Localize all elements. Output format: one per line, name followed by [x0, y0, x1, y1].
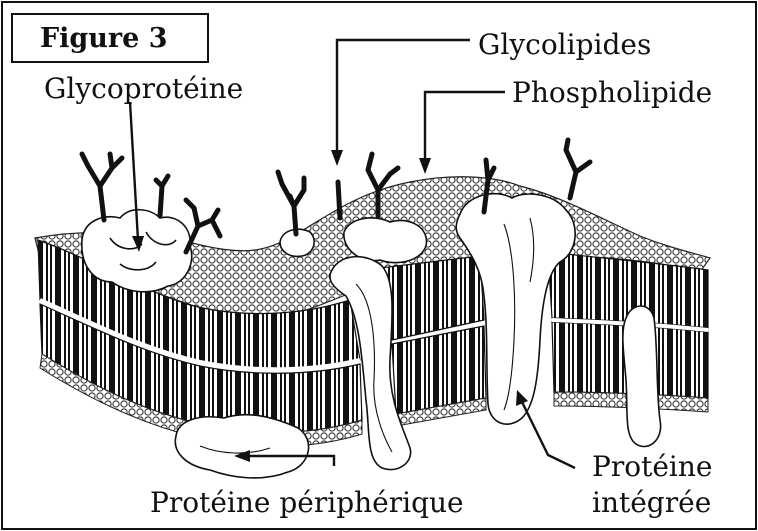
proteine-integree-label-line1: Protéine — [592, 450, 712, 483]
glycolipid-chain — [338, 182, 340, 218]
proteine-integree-label-line2: intégrée — [592, 486, 711, 519]
figure-title: Figure 3 — [40, 23, 168, 54]
proteine-peripherique-label: Protéine périphérique — [150, 486, 464, 519]
glycoproteine-label: Glycoprotéine — [44, 72, 243, 105]
phospholipide-label: Phospholipide — [512, 76, 712, 109]
glycolipides-label: Glycolipides — [478, 28, 651, 61]
right-integrated-protein — [623, 306, 661, 447]
